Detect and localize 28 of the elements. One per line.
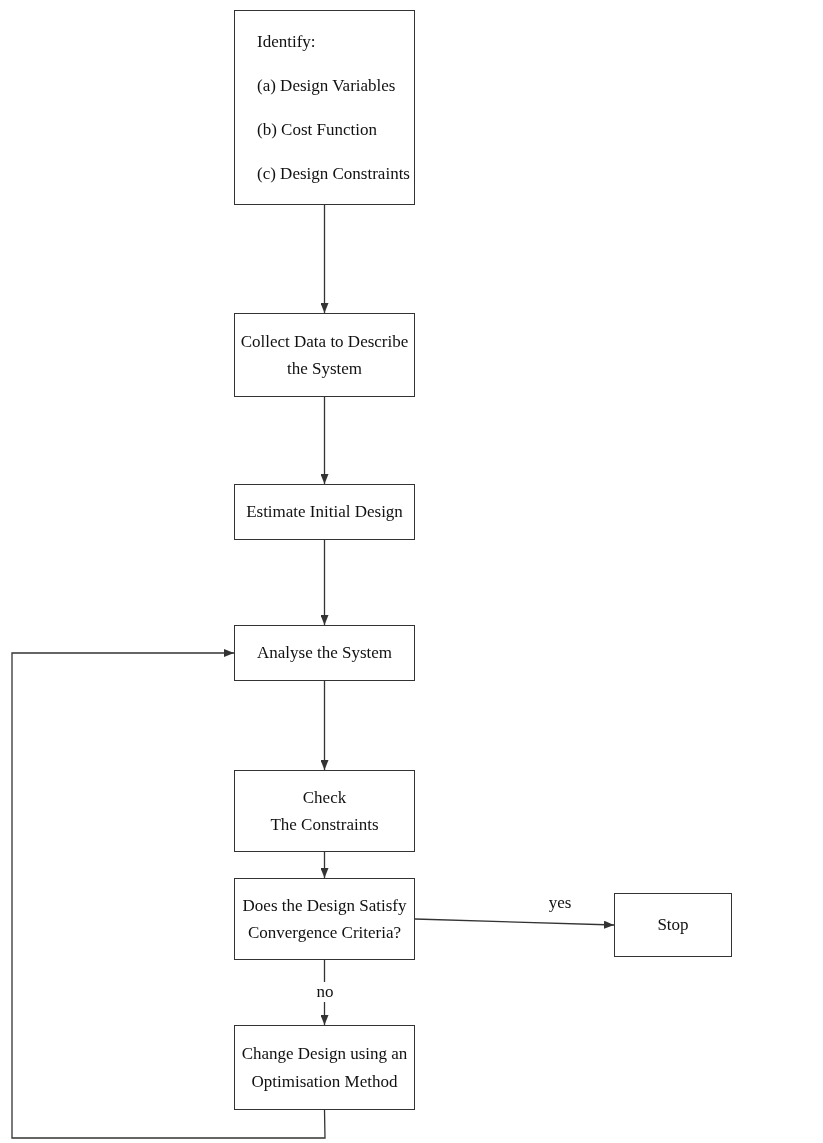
arrow [320, 539, 329, 626]
arrow [320, 851, 329, 879]
process-box [234, 770, 415, 852]
process-box [234, 1025, 415, 1110]
box-text: Estimate Initial Design [246, 501, 403, 524]
box-text: (c) Design Constraints [257, 163, 410, 186]
heading-text: Identify: [257, 30, 316, 53]
arrow [11, 649, 326, 1139]
box-text: Stop [657, 914, 689, 937]
arrow [320, 680, 329, 771]
arrow [320, 396, 329, 485]
arrow [320, 959, 329, 1026]
box-text: Change Design using an Optimisation Method [240, 1043, 409, 1093]
box-text: (b) Cost Function [257, 119, 377, 142]
process-box [234, 10, 415, 205]
arrow [414, 918, 615, 929]
arrow [320, 204, 329, 314]
process-box [614, 893, 732, 957]
process-box [234, 313, 415, 397]
box-text: Analyse the System [256, 642, 392, 665]
box-text: Does the Design Satisfy Convergence Criteria? [241, 894, 408, 944]
box-text: Check [302, 786, 347, 809]
process-box [234, 878, 415, 960]
box-text: Collect Data to Describe the System [239, 330, 410, 380]
box-text: The Constraints [270, 814, 379, 836]
process-box [234, 484, 415, 540]
process-box [234, 625, 415, 681]
box-text: (a) Design Variables [257, 74, 396, 97]
